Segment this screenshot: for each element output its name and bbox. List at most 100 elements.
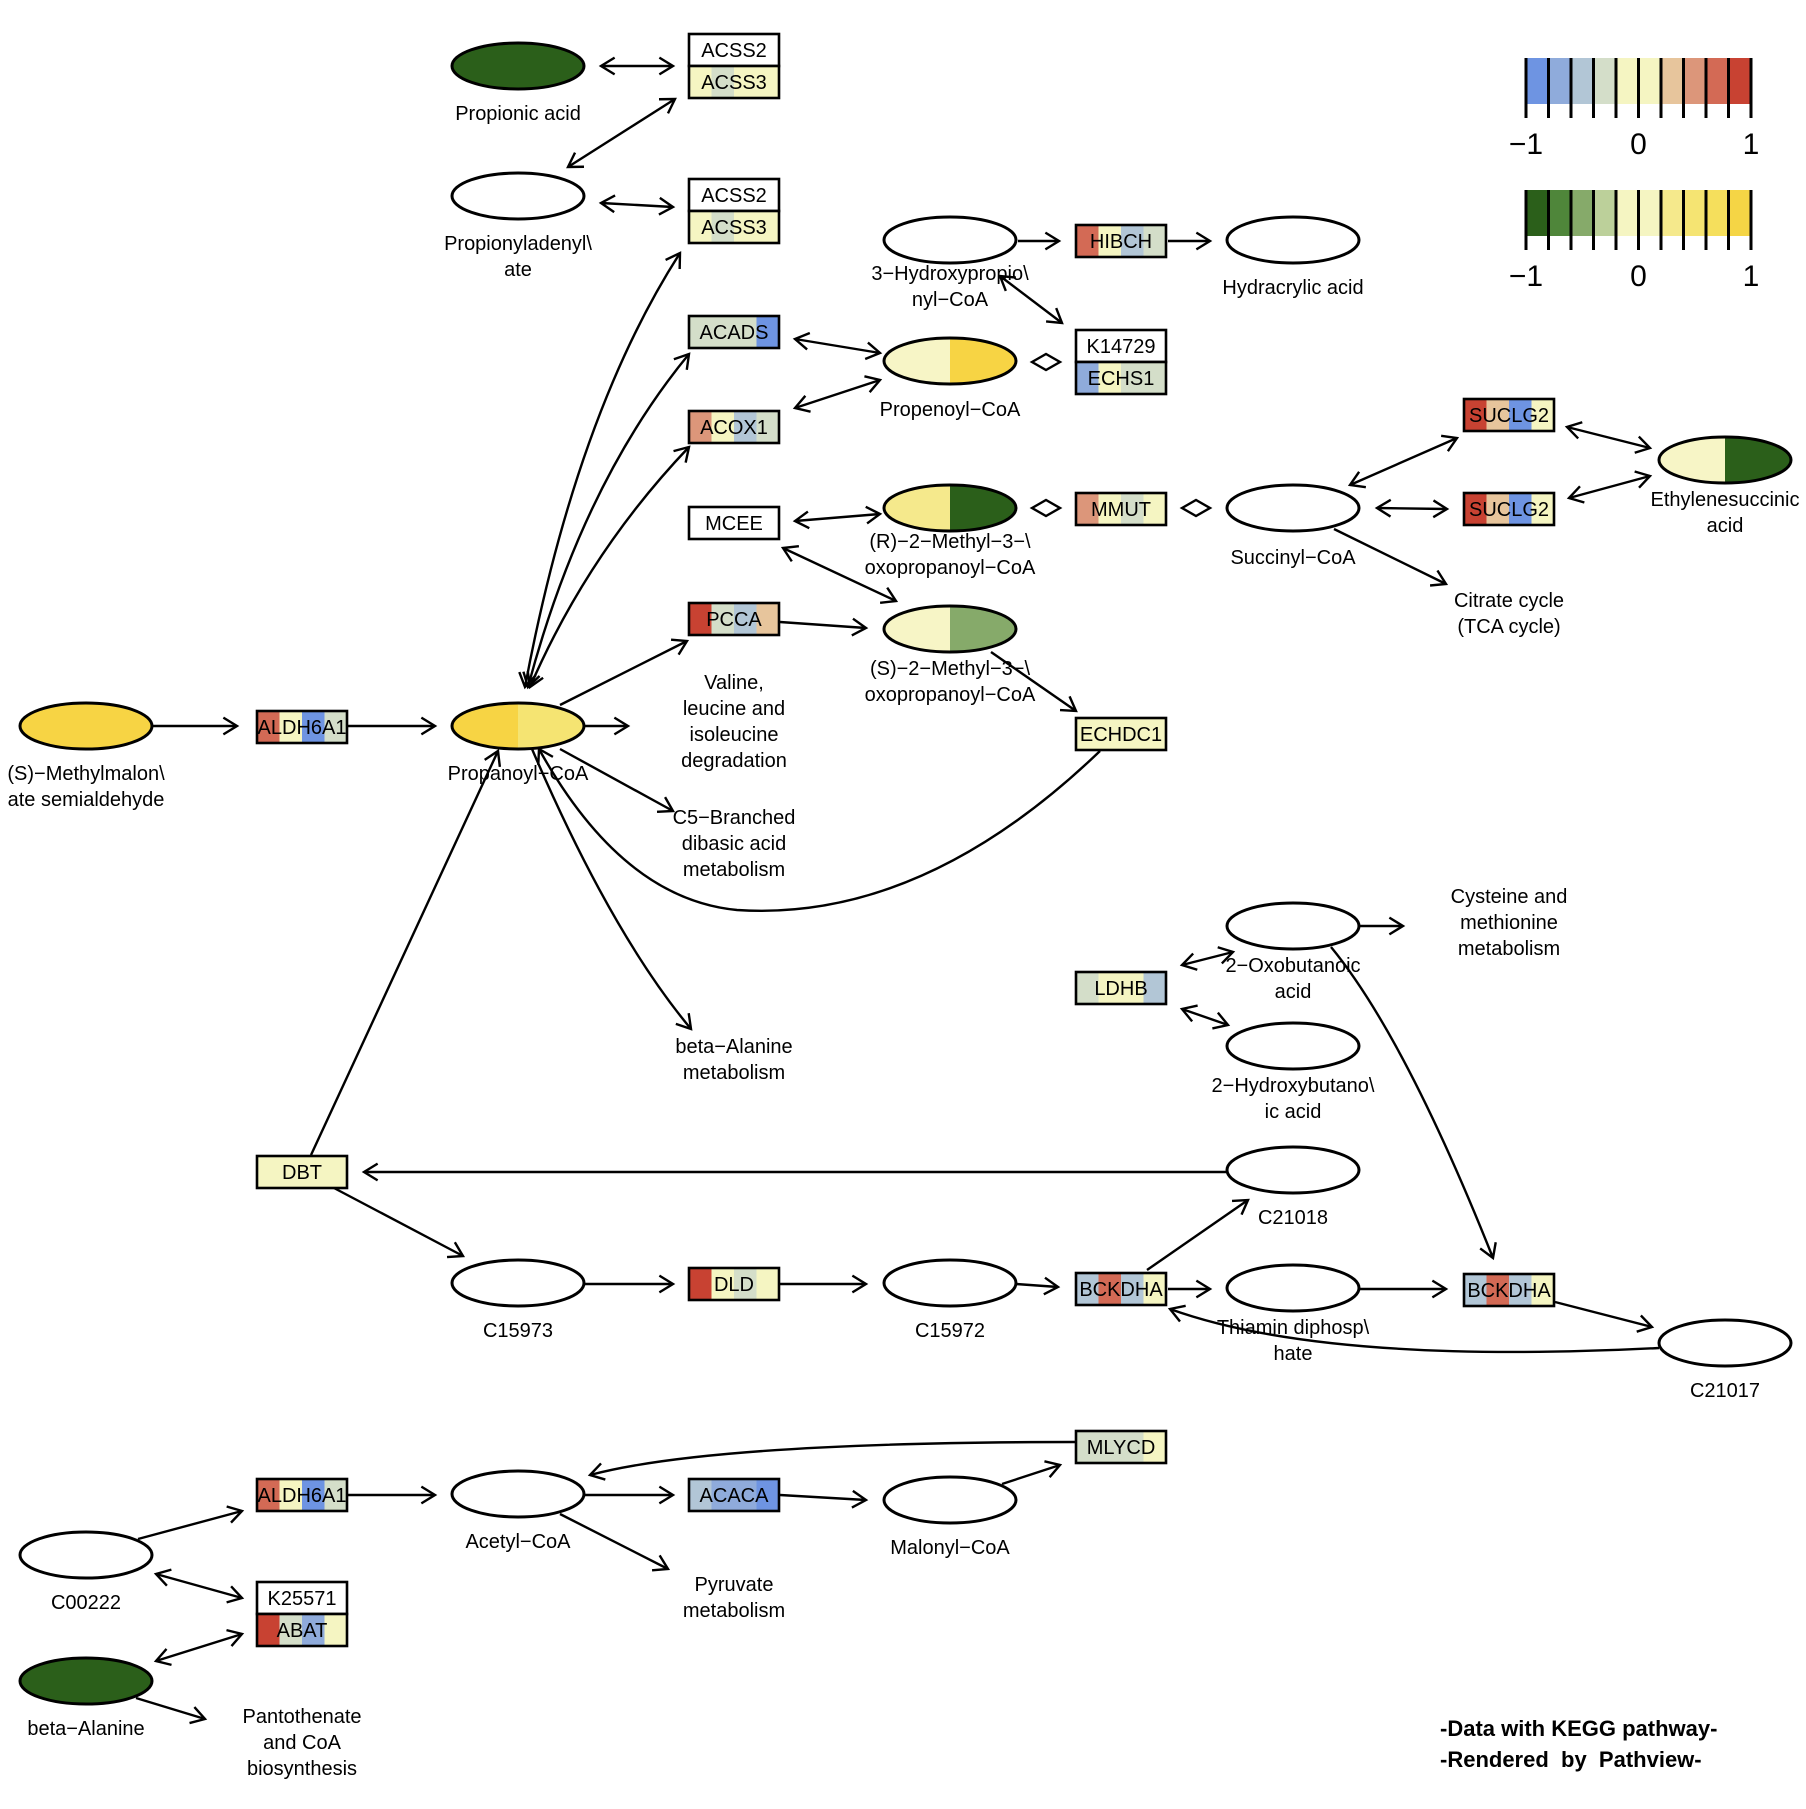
compound-node[interactable]: Propionic acid — [450, 41, 586, 125]
compound-node[interactable]: Propanoyl−CoA — [448, 701, 589, 785]
pathway-label[interactable]: and CoA — [263, 1732, 341, 1754]
gene-color-segment — [1098, 972, 1122, 1004]
edge-line — [1349, 436, 1458, 487]
compound-node[interactable]: C15972 — [882, 1258, 1018, 1342]
pathway-label[interactable]: Cysteine and — [1451, 886, 1568, 908]
compound-node[interactable]: Acetyl−CoA — [450, 1469, 586, 1553]
compound-label: (R)−2−Methyl−3−\ — [869, 531, 1031, 553]
pathway-label[interactable]: methionine — [1460, 912, 1558, 934]
gene-node[interactable]: SUCLG2 — [1462, 397, 1556, 433]
compound-node[interactable]: (S)−2−Methyl−3−\oxopropanoyl−CoA — [865, 604, 1036, 706]
gene-label: ABAT — [277, 1620, 328, 1642]
edge-line — [1566, 425, 1651, 450]
pathway-label[interactable]: metabolism — [683, 1062, 785, 1084]
compound-node[interactable]: 2−Hydroxybutano\ic acid — [1212, 1021, 1375, 1123]
gene-color-segment — [279, 1614, 303, 1646]
gene-box-outline — [1462, 1272, 1556, 1308]
edge-line — [779, 620, 867, 630]
gene-node[interactable]: DBT — [255, 1154, 349, 1190]
pathway-label[interactable]: isoleucine — [690, 724, 779, 746]
gene-node[interactable]: BCKDHA — [1074, 1271, 1168, 1307]
compound-node[interactable]: C21018 — [1225, 1145, 1361, 1229]
gene-node[interactable]: ACADS — [687, 314, 781, 350]
compound-right-half — [86, 1658, 152, 1704]
pathway-label[interactable]: (TCA cycle) — [1457, 616, 1560, 638]
compound-node[interactable]: beta−Alanine — [18, 1656, 154, 1740]
pathway-map-link[interactable]: beta−Alanine metabolism — [675, 1036, 792, 1084]
compound-label: 2−Hydroxybutano\ — [1212, 1075, 1375, 1097]
arrowhead-icon — [153, 1568, 172, 1587]
pathway-label[interactable]: Citrate cycle — [1454, 590, 1564, 612]
pathway-label[interactable]: metabolism — [683, 1600, 785, 1622]
pathway-label[interactable]: Pantothenate — [243, 1706, 362, 1728]
gene-node[interactable]: BCKDHA — [1462, 1272, 1556, 1308]
arrowhead-icon — [1347, 471, 1367, 489]
compound-node[interactable]: (S)−Methylmalon\ate semialdehyde — [7, 701, 165, 811]
gene-node[interactable]: ECHDC1 — [1074, 716, 1168, 752]
pathway-map-link[interactable]: Pantothenate and CoA biosynthesis — [243, 1706, 362, 1780]
compound-node[interactable]: (R)−2−Methyl−3−\oxopropanoyl−CoA — [865, 483, 1036, 579]
gene-node[interactable]: HIBCH — [1074, 223, 1168, 259]
gene-node[interactable]: MMUT — [1074, 491, 1168, 527]
pathway-map-link[interactable]: Citrate cycle (TCA cycle) — [1454, 590, 1564, 638]
pathway-label[interactable]: beta−Alanine — [675, 1036, 792, 1058]
compound-node[interactable]: Propenoyl−CoA — [880, 336, 1021, 421]
gene-node[interactable]: ALDH6A1 — [255, 709, 349, 745]
pathway-map-link[interactable]: Cysteine and methionine metabolism — [1451, 886, 1568, 960]
gene-node[interactable]: LDHB — [1074, 970, 1168, 1006]
gene-node[interactable]: SUCLG2 — [1462, 491, 1556, 527]
reaction-edge — [1167, 1304, 1660, 1354]
compound-node[interactable]: C00222 — [18, 1530, 154, 1614]
compound-node[interactable]: Succinyl−CoA — [1225, 483, 1361, 569]
pathway-label[interactable]: Pyruvate — [695, 1574, 774, 1596]
pathway-label[interactable]: Valine, — [704, 672, 764, 694]
gene-node[interactable]: PCCA — [687, 601, 781, 637]
arrowhead-icon — [1432, 499, 1450, 519]
reaction-edge — [1018, 231, 1062, 251]
pathway-map-link[interactable]: Valine, leucine and isoleucine degradation — [681, 672, 787, 772]
pathway-label[interactable]: degradation — [681, 750, 787, 772]
pathway-label[interactable]: C5−Branched — [673, 807, 796, 829]
gene-node[interactable]: MLYCD — [1074, 1429, 1168, 1465]
pathway-map-link[interactable]: C5−Branched dibasic acid metabolism — [673, 807, 796, 881]
compound-node[interactable]: 3−Hydroxypropio\nyl−CoA — [871, 215, 1029, 311]
compound-node[interactable]: C21017 — [1657, 1318, 1793, 1402]
gene-node[interactable]: ACOX1 — [687, 409, 781, 445]
gene-label: SUCLG2 — [1469, 405, 1549, 427]
gene-node[interactable]: MCEE — [687, 505, 781, 541]
reaction-edge — [1359, 916, 1406, 936]
reaction-edge — [566, 97, 677, 169]
arrowhead-icon — [226, 1505, 245, 1524]
compound-right-half — [518, 703, 584, 749]
compound-node[interactable]: Malonyl−CoA — [882, 1475, 1018, 1559]
gene-color-segment — [1076, 362, 1099, 394]
pathway-label[interactable]: metabolism — [1458, 938, 1560, 960]
gene-node[interactable]: ALDH6A1 — [255, 1477, 349, 1513]
compound-node[interactable]: Propionyladenyl\ate — [444, 171, 592, 281]
gene-node[interactable]: DLD — [687, 1266, 781, 1302]
gene-color-segment — [734, 34, 757, 66]
pathway-label[interactable]: metabolism — [683, 859, 785, 881]
gene-color-segment — [711, 411, 735, 443]
compound-node[interactable]: C15973 — [450, 1258, 586, 1342]
compound-label: C21017 — [1690, 1380, 1760, 1402]
compound-node[interactable]: Thiamin diphosp\hate — [1217, 1263, 1370, 1365]
pathway-label[interactable]: leucine and — [683, 698, 785, 720]
legend-color-swatch — [1571, 58, 1594, 104]
arrowhead-icon — [526, 670, 544, 690]
edge-line — [530, 748, 692, 1030]
gene-node[interactable]: ACACA — [687, 1477, 781, 1513]
pathway-map-link[interactable]: Pyruvate metabolism — [683, 1574, 785, 1622]
pathway-label[interactable]: dibasic acid — [682, 833, 787, 855]
compound-node[interactable]: Hydracrylic acid — [1222, 215, 1364, 299]
gene-label: ACSS3 — [701, 72, 767, 94]
gene-box-outline — [255, 1477, 349, 1513]
reaction-edge — [792, 331, 883, 361]
pathway-label[interactable]: biosynthesis — [247, 1758, 357, 1780]
